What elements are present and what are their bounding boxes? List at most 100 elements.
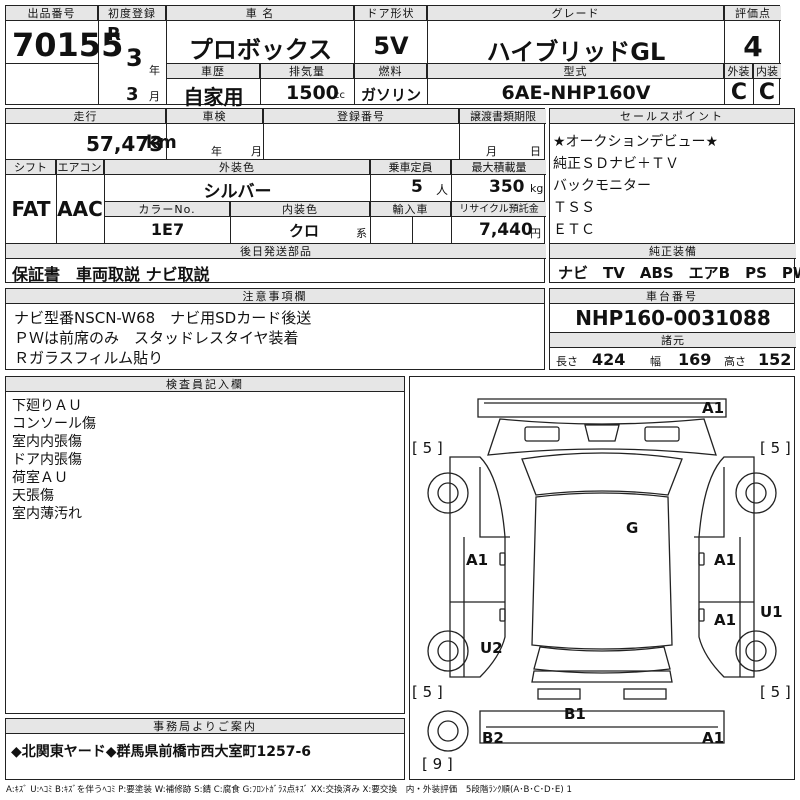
sales-label: セールスポイント: [550, 109, 794, 124]
disp-label: 排気量: [261, 64, 354, 79]
disp-unit: cc: [334, 90, 345, 101]
door-type: 5V: [373, 32, 409, 60]
note-line: ＰＷは前席のみ スタッドレスタイヤ装着: [14, 329, 299, 347]
shift: FAT: [11, 197, 51, 221]
mid-block: 走行 57,473 km 車検 年 月 登録番号 譲渡書類期限 月 日 シフト …: [5, 108, 546, 284]
interior-color: クロ: [289, 222, 320, 240]
mark-roof: G: [626, 519, 639, 537]
inspector-note: 室内内張傷: [12, 434, 82, 450]
tire-rear-right: [ 5 ]: [760, 683, 791, 701]
first-reg-label: 初度登録: [99, 6, 166, 21]
note-line: Ｒガラスフィルム貼り: [14, 349, 164, 367]
mileage: 57,473: [86, 132, 164, 156]
inspector-note: 荷室ＡＵ: [12, 470, 68, 486]
chassis-label: 車台番号: [550, 289, 794, 304]
capacity-unit: 人: [436, 183, 449, 197]
fuel-label: 燃料: [355, 64, 427, 79]
shift-label: シフト: [6, 160, 56, 175]
color-label: 外装色: [105, 160, 370, 175]
ac-label: エアコン: [56, 160, 104, 175]
note-line: ナビ型番NSCN-W68 ナビ用SDカード後送: [14, 309, 312, 327]
recycle-label: リサイクル預託金: [452, 202, 546, 217]
later-parts: 保証書 車両取説 ナビ取説: [12, 265, 210, 284]
model-label: 車 名: [167, 6, 354, 21]
reg-number-label: 登録番号: [264, 109, 459, 124]
mileage-label: 走行: [6, 109, 166, 124]
insp-year-unit: 年: [211, 145, 222, 158]
dims-label: 諸元: [550, 333, 796, 348]
inspector-note: 天張傷: [12, 488, 54, 504]
mark-right-quarter: U1: [760, 603, 783, 621]
inspector-note: ドア内張傷: [12, 452, 82, 468]
score: 4: [743, 30, 763, 63]
grade: ハイブリッドGL: [486, 38, 666, 66]
mark-left-front-door: A1: [466, 551, 489, 569]
aircon: AAC: [57, 197, 103, 221]
top-block: 出品番号 70155 初度登録 R 3 年 3 月 車 名 プロボックス ドア形…: [5, 5, 781, 109]
intcolor-unit: 系: [356, 227, 367, 240]
car-outline-icon: [427, 398, 777, 752]
door-label: ドア形状: [355, 6, 427, 21]
chassis-number: NHP160-0031088: [575, 306, 771, 330]
length-label: 長さ: [556, 355, 578, 368]
history: 自家用: [183, 85, 244, 109]
displacement: 1500: [286, 82, 339, 104]
inspector-note: 下廻りＡＵ: [12, 398, 82, 414]
reg-year: 3: [126, 44, 143, 72]
notes-block: 注意事項欄 ナビ型番NSCN-W68 ナビ用SDカード後送 ＰＷは前席のみ スタ…: [5, 288, 545, 370]
sales-item: ★オークションデビュー★: [553, 134, 719, 150]
capacity-label: 乗車定員: [371, 160, 451, 175]
load-label: 最大積載量: [452, 160, 546, 175]
mark-right-front-door: A1: [714, 551, 737, 569]
color-number: 1E7: [150, 220, 185, 239]
mileage-unit: km: [146, 132, 177, 153]
height: 152: [758, 350, 792, 369]
grade-label: グレード: [428, 6, 724, 21]
equipment: ナビ TV ABS エアB PS PW: [558, 264, 800, 282]
insp-month-unit: 月: [251, 145, 262, 158]
later-label: 後日発送部品: [6, 244, 546, 259]
colorno-label: カラーNo.: [105, 202, 230, 217]
recycle-unit: 円: [530, 227, 541, 240]
lot-label: 出品番号: [6, 6, 98, 21]
sales-block: セールスポイント ★オークションデビュー★ 純正ＳＤナビ＋ＴＶ バックモニター …: [549, 108, 800, 283]
ext-label: 外装: [725, 64, 753, 79]
inspector-note: コンソール傷: [12, 416, 96, 432]
office-label: 事務局よりご案内: [6, 719, 404, 734]
chassis-block: 車台番号 NHP160-0031088 諸元 長さ 424 幅 169 高さ 1…: [549, 288, 796, 370]
inspector-block: 検査員記入欄 下廻りＡＵ コンソール傷 室内内張傷 ドア内張傷 荷室ＡＵ 天張傷…: [5, 376, 405, 714]
length: 424: [592, 350, 626, 369]
score-label: 評価点: [725, 6, 781, 21]
sales-item: ＴＳＳ: [553, 200, 595, 216]
mark-rear-right: A1: [702, 729, 725, 747]
load-unit: kg: [530, 182, 544, 195]
car-diagram: A1 G A1 A1 A1 U1 U2 B1 B2 A1 [ 5 ] [ 5 ]…: [409, 376, 795, 780]
mark-left-quarter: U2: [480, 639, 503, 657]
int-score: C: [758, 80, 776, 105]
office-block: 事務局よりご案内 ◆北関東ヤード◆群馬県前橋市西大室町1257-6: [5, 718, 405, 780]
width-label: 幅: [650, 355, 661, 368]
deadline-month-unit: 月: [486, 145, 497, 158]
reg-year-unit: 年: [149, 64, 160, 77]
reg-month-unit: 月: [149, 90, 160, 103]
sales-item: バックモニター: [553, 178, 651, 194]
lot-number: 70155: [12, 26, 124, 64]
height-label: 高さ: [724, 355, 746, 368]
mark-right-rear-door: A1: [714, 611, 737, 629]
type-label: 型式: [428, 64, 724, 79]
sales-item: ＥＴＣ: [553, 222, 595, 238]
inspector-label: 検査員記入欄: [6, 377, 404, 392]
intcolor-label: 内装色: [231, 202, 370, 217]
history-label: 車歴: [167, 64, 260, 79]
deadline-day-unit: 日: [530, 145, 541, 158]
legend: A:ｷｽﾞ U:ﾍｺﾐ B:ｷｽﾞを伴うﾍｺﾐ P:要塗装 W:補修跡 S:錆 …: [6, 785, 572, 795]
capacity: 5: [411, 177, 423, 197]
ext-score: C: [730, 80, 748, 105]
max-load: 350: [489, 177, 525, 197]
inspector-note: 室内薄汚れ: [12, 506, 82, 522]
import-label: 輸入車: [371, 202, 451, 217]
recycle-fee: 7,440: [479, 220, 533, 240]
int-label: 内装: [753, 64, 781, 79]
mark-rear-left: B2: [482, 729, 504, 747]
equip-label: 純正装備: [550, 244, 796, 259]
